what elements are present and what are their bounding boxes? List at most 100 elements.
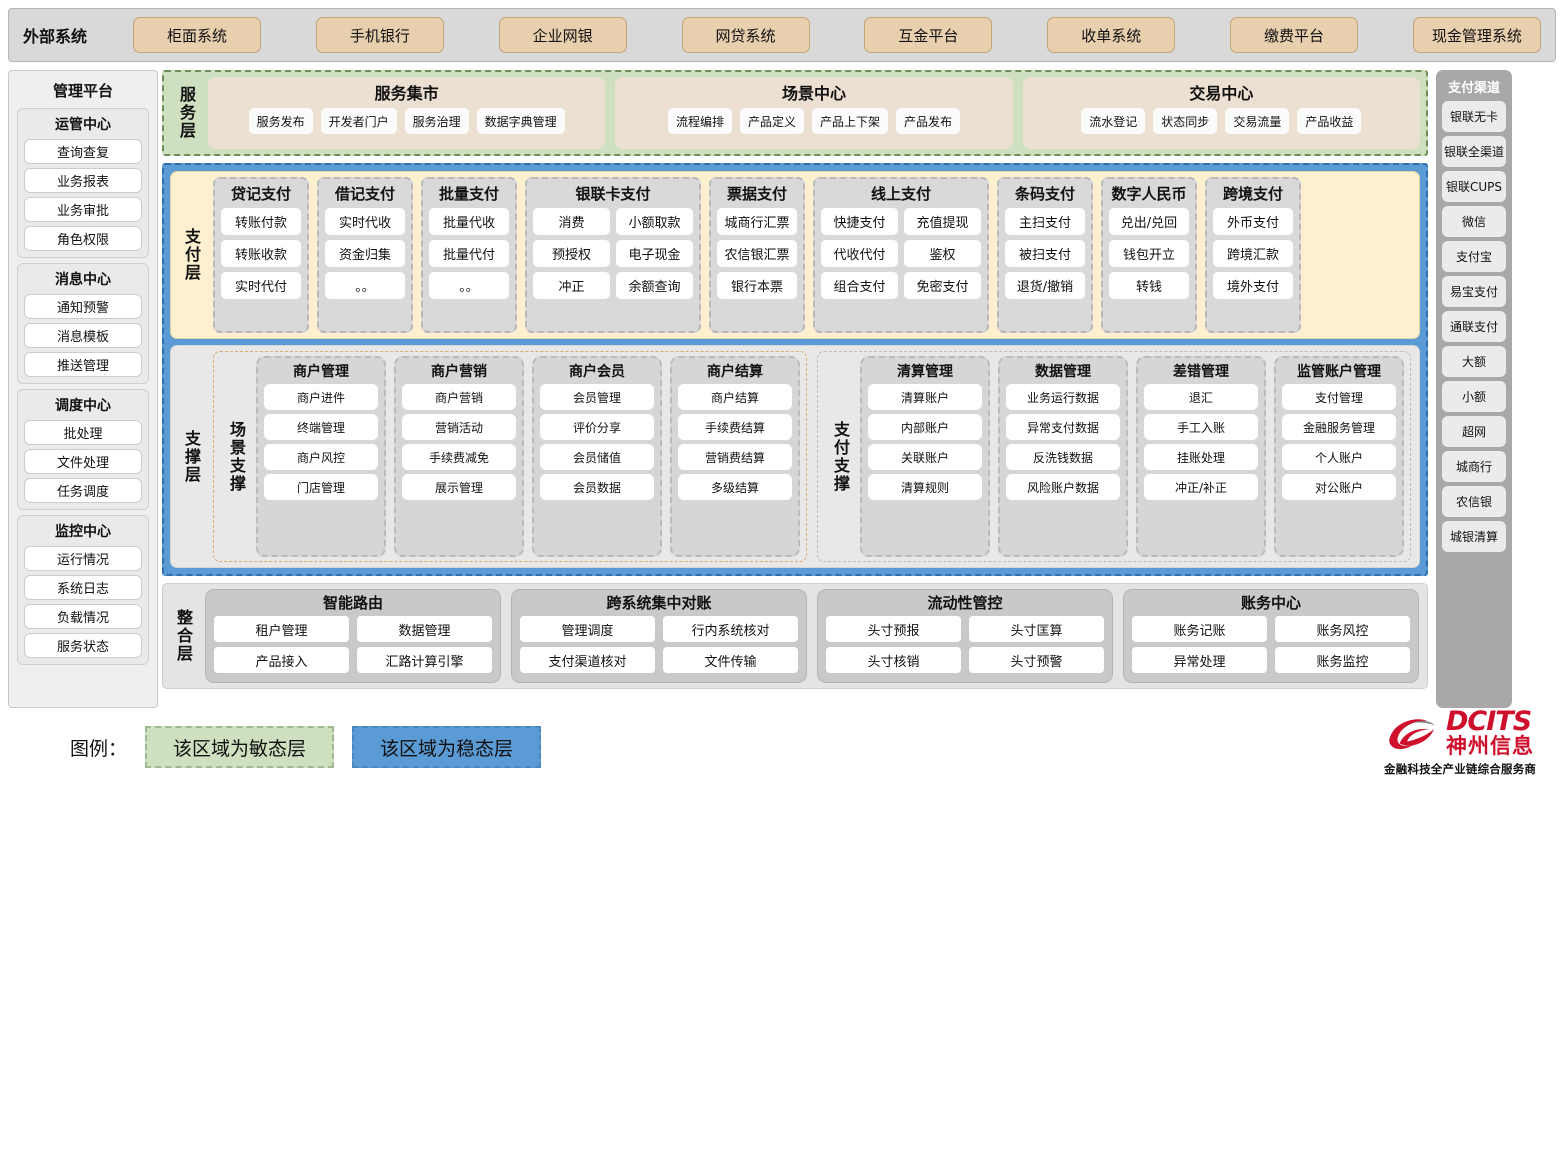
payment-channel-item[interactable]: 小额 [1442,381,1506,412]
service-chip[interactable]: 状态同步 [1153,108,1217,134]
support-chip[interactable]: 内部账户 [868,414,982,440]
payment-chip[interactable]: 主扫支付 [1005,208,1085,235]
payment-chip[interactable]: 转账付款 [221,208,301,235]
payment-chip[interactable]: 鉴权 [904,240,981,267]
service-chip[interactable]: 流程编排 [668,108,732,134]
support-chip[interactable]: 商户结算 [678,384,792,410]
support-chip[interactable]: 风险账户数据 [1006,474,1120,500]
external-system-chip[interactable]: 互金平台 [864,17,992,53]
management-item[interactable]: 文件处理 [24,449,142,474]
payment-chip[interactable]: 批量代收 [429,208,509,235]
support-chip[interactable]: 反洗钱数据 [1006,444,1120,470]
payment-chip[interactable]: 被扫支付 [1005,240,1085,267]
payment-chip[interactable]: 城商行汇票 [717,208,797,235]
payment-channel-item[interactable]: 银联CUPS [1442,171,1506,202]
payment-chip[interactable]: 。。 [429,272,509,299]
support-chip[interactable]: 业务运行数据 [1006,384,1120,410]
payment-chip[interactable]: 免密支付 [904,272,981,299]
payment-channel-item[interactable]: 易宝支付 [1442,276,1506,307]
support-chip[interactable]: 营销费结算 [678,444,792,470]
management-item[interactable]: 负载情况 [24,604,142,629]
payment-chip[interactable]: 境外支付 [1213,272,1293,299]
payment-chip[interactable]: 银行本票 [717,272,797,299]
support-chip[interactable]: 手续费减免 [402,444,516,470]
support-chip[interactable]: 手工入账 [1144,414,1258,440]
external-system-chip[interactable]: 手机银行 [316,17,444,53]
integration-chip[interactable]: 管理调度 [520,616,655,642]
payment-channel-item[interactable]: 农信银 [1442,486,1506,517]
integration-chip[interactable]: 产品接入 [214,647,349,673]
support-chip[interactable]: 退汇 [1144,384,1258,410]
payment-channel-item[interactable]: 银联全渠道 [1442,136,1506,167]
payment-chip[interactable]: 批量代付 [429,240,509,267]
service-chip[interactable]: 服务发布 [249,108,313,134]
integration-chip[interactable]: 汇路计算引擎 [357,647,492,673]
external-system-chip[interactable]: 现金管理系统 [1413,17,1541,53]
payment-chip[interactable]: 消费 [533,208,610,235]
payment-channel-item[interactable]: 超网 [1442,416,1506,447]
support-chip[interactable]: 商户营销 [402,384,516,410]
payment-chip[interactable]: 兑出/兑回 [1109,208,1189,235]
support-chip[interactable]: 会员数据 [540,474,654,500]
payment-chip[interactable]: 资金归集 [325,240,405,267]
payment-channel-item[interactable]: 支付宝 [1442,241,1506,272]
service-chip[interactable]: 数据字典管理 [477,108,565,134]
support-chip[interactable]: 清算账户 [868,384,982,410]
support-chip[interactable]: 商户风控 [264,444,378,470]
external-system-chip[interactable]: 网贷系统 [682,17,810,53]
service-chip[interactable]: 开发者门户 [321,108,397,134]
payment-channel-item[interactable]: 城商行 [1442,451,1506,482]
payment-chip[interactable]: 转账收款 [221,240,301,267]
management-item[interactable]: 任务调度 [24,478,142,503]
service-chip[interactable]: 产品上下架 [812,108,888,134]
integration-chip[interactable]: 异常处理 [1132,647,1267,673]
management-item[interactable]: 批处理 [24,420,142,445]
management-item[interactable]: 角色权限 [24,226,142,251]
payment-chip[interactable]: 组合支付 [821,272,898,299]
support-chip[interactable]: 对公账户 [1282,474,1396,500]
payment-chip[interactable]: 预授权 [533,240,610,267]
integration-chip[interactable]: 头寸预报 [826,616,961,642]
payment-chip[interactable]: 实时代收 [325,208,405,235]
support-chip[interactable]: 门店管理 [264,474,378,500]
payment-chip[interactable]: 跨境汇款 [1213,240,1293,267]
external-system-chip[interactable]: 缴费平台 [1230,17,1358,53]
support-chip[interactable]: 评价分享 [540,414,654,440]
support-chip[interactable]: 冲正/补正 [1144,474,1258,500]
service-chip[interactable]: 交易流量 [1225,108,1289,134]
management-item[interactable]: 消息模板 [24,323,142,348]
support-chip[interactable]: 手续费结算 [678,414,792,440]
service-chip[interactable]: 产品发布 [896,108,960,134]
support-chip[interactable]: 金融服务管理 [1282,414,1396,440]
service-chip[interactable]: 服务治理 [405,108,469,134]
payment-chip[interactable]: 转钱 [1109,272,1189,299]
support-chip[interactable]: 清算规则 [868,474,982,500]
payment-chip[interactable]: 。。 [325,272,405,299]
support-chip[interactable]: 个人账户 [1282,444,1396,470]
management-item[interactable]: 服务状态 [24,633,142,658]
support-chip[interactable]: 展示管理 [402,474,516,500]
integration-chip[interactable]: 头寸匡算 [969,616,1104,642]
support-chip[interactable]: 商户进件 [264,384,378,410]
payment-channel-item[interactable]: 通联支付 [1442,311,1506,342]
integration-chip[interactable]: 行内系统核对 [663,616,798,642]
support-chip[interactable]: 终端管理 [264,414,378,440]
integration-chip[interactable]: 支付渠道核对 [520,647,655,673]
integration-chip[interactable]: 账务风控 [1275,616,1410,642]
service-chip[interactable]: 流水登记 [1081,108,1145,134]
payment-chip[interactable]: 钱包开立 [1109,240,1189,267]
service-chip[interactable]: 产品定义 [740,108,804,134]
external-system-chip[interactable]: 柜面系统 [133,17,261,53]
support-chip[interactable]: 会员储值 [540,444,654,470]
management-item[interactable]: 业务审批 [24,197,142,222]
external-system-chip[interactable]: 企业网银 [499,17,627,53]
payment-chip[interactable]: 外币支付 [1213,208,1293,235]
payment-chip[interactable]: 实时代付 [221,272,301,299]
management-item[interactable]: 运行情况 [24,546,142,571]
payment-chip[interactable]: 农信银汇票 [717,240,797,267]
support-chip[interactable]: 营销活动 [402,414,516,440]
payment-chip[interactable]: 快捷支付 [821,208,898,235]
payment-chip[interactable]: 退货/撤销 [1005,272,1085,299]
management-item[interactable]: 通知预警 [24,294,142,319]
support-chip[interactable]: 挂账处理 [1144,444,1258,470]
